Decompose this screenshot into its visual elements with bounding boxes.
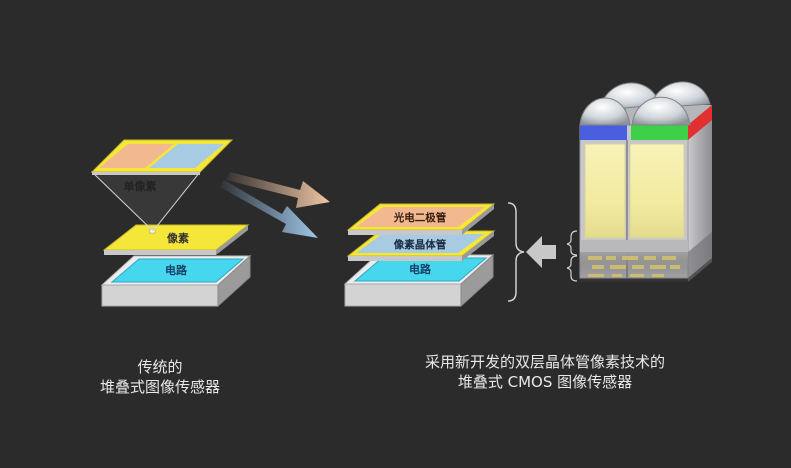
- pixel-transistor-plate: 像素晶体管: [346, 230, 496, 261]
- blue-filter: [580, 125, 627, 140]
- caption-traditional-line1: 传统的: [137, 358, 183, 376]
- caption-new-line2: 堆叠式 CMOS 图像传感器: [457, 373, 633, 391]
- brace-3d-upper: [566, 230, 578, 256]
- pixel-transistor-label: 像素晶体管: [394, 238, 447, 251]
- microlens-front-left: [579, 97, 631, 126]
- circuit-layer-right: [353, 257, 488, 282]
- photodiode-cell-right: [629, 143, 685, 239]
- circuit-block-right: 电路: [343, 253, 495, 308]
- caption-traditional-line2: 堆叠式图像传感器: [99, 378, 220, 396]
- transition-arrows: [220, 172, 330, 238]
- photodiode-label: 光电二极管: [393, 211, 447, 224]
- caption-traditional: 传统的 堆叠式图像传感器: [60, 357, 260, 397]
- red-filter-side: [688, 105, 712, 140]
- circuit-pattern: [588, 256, 680, 277]
- photodiode-cell-left: [584, 143, 626, 239]
- single-pixel-label: 单像素: [124, 179, 157, 193]
- blue-arrow: [220, 180, 318, 238]
- photodiode-plate: 光电二极管: [346, 203, 496, 235]
- traditional-stack: 电路 像素 单像素: [90, 139, 252, 308]
- circuit-label-right: 电路: [409, 262, 432, 276]
- single-pixel-plate: 单像素: [90, 139, 234, 193]
- microlens-front-right: [631, 96, 691, 126]
- pixel-plate-left: 像素: [102, 224, 250, 255]
- gray-left-arrow: [526, 236, 556, 268]
- peach-arrow: [226, 172, 330, 208]
- brace-3d-lower: [566, 255, 578, 282]
- brace-right: [507, 202, 525, 302]
- circuit-label-left: 电路: [165, 263, 188, 277]
- transistor-layer-3d: [580, 240, 688, 252]
- new-stack: 电路 像素晶体管 光电二极管: [343, 202, 525, 308]
- circuit-layer-left: [110, 258, 245, 283]
- single-pixel-blue: [149, 144, 224, 168]
- green-filter-front: [631, 125, 688, 140]
- caption-new-line1: 采用新开发的双层晶体管像素技术的: [424, 353, 665, 371]
- single-pixel-peach: [99, 144, 174, 168]
- circuit-block-left: 电路: [100, 254, 252, 308]
- caption-new: 采用新开发的双层晶体管像素技术的 堆叠式 CMOS 图像传感器: [380, 352, 710, 392]
- pixel-label: 像素: [167, 231, 189, 245]
- pixel-3d-illustration: [566, 81, 712, 282]
